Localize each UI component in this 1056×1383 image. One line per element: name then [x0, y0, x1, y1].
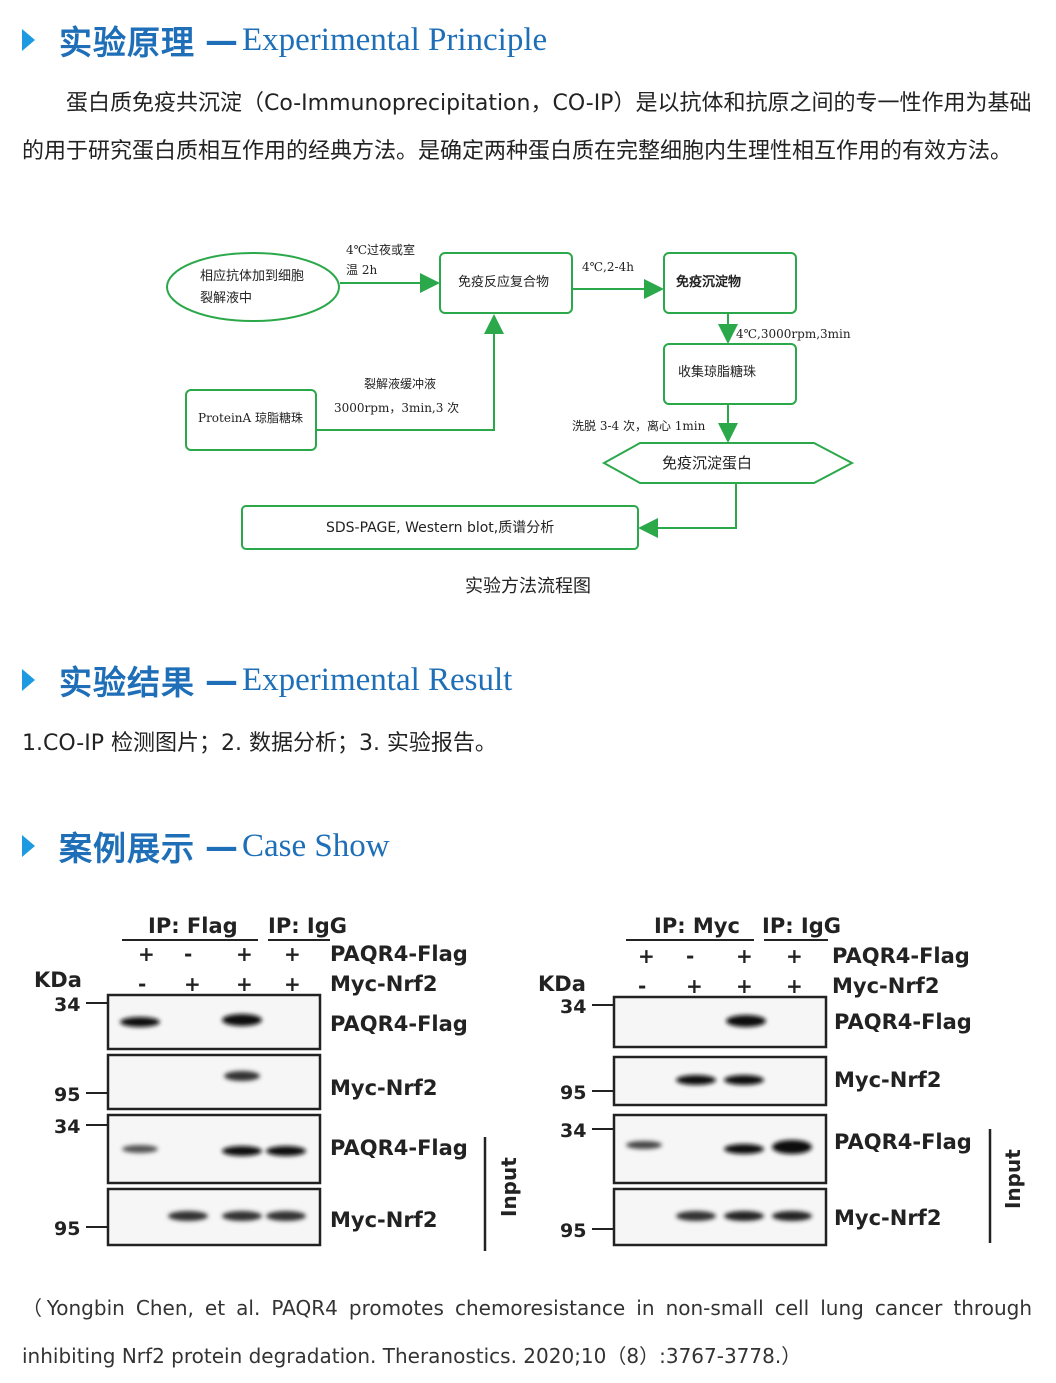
section-title-en: Experimental Result: [242, 661, 513, 698]
flow-node-complex-shape: [439, 252, 573, 314]
flow-node-antibody-shape: [166, 252, 340, 322]
blot-right-panel-1: PAQR4-Flag: [834, 1010, 972, 1034]
blot-left-r1-c3: +: [236, 942, 253, 966]
flow-node-complex-label: 免疫反应复合物: [458, 274, 549, 290]
blot-left-r2-c2: +: [184, 972, 201, 996]
flow-arrow-analysis: [638, 483, 737, 538]
blot-left-marker-4: 95: [54, 1218, 80, 1240]
blot-right-panel-3: PAQR4-Flag: [834, 1130, 972, 1154]
flow-node-antibody-line2: 裂解液中: [200, 291, 252, 306]
blot-right-r2-c2: +: [686, 974, 703, 998]
citation: （Yongbin Chen, et al. PAQR4 promotes che…: [22, 1296, 1032, 1368]
flow-node-proteina-label: ProteinA 琼脂糖珠: [198, 410, 303, 425]
blot-left-r2-c3: +: [236, 972, 253, 996]
blot-left-panel-1: PAQR4-Flag: [330, 1012, 468, 1036]
principle-paragraph: 蛋白质免疫共沉淀（Co-Immunoprecipitation，CO-IP）是以…: [22, 91, 1032, 164]
blot-right-ip-label: IP: Myc: [654, 914, 740, 938]
blot-left-r2-c1: -: [138, 972, 146, 996]
blot-left-panel-3: PAQR4-Flag: [330, 1136, 468, 1160]
flow-arrow-lysis: [316, 314, 504, 431]
blot-left-marker-1: 34: [54, 994, 80, 1016]
blot-right-panel-2: Myc-Nrf2: [834, 1068, 941, 1092]
blot-left-r1-c2: -: [184, 942, 192, 966]
flow-edge-lysis-line1: 裂解液缓冲液: [364, 376, 436, 391]
flow-edge-wash-label: 洗脱 3-4 次，离心 1min: [572, 418, 706, 433]
blot-right-row2-label: Myc-Nrf2: [832, 974, 939, 998]
blot-right-igg-label: IP: IgG: [762, 914, 841, 938]
blot-right-r1-c4: +: [786, 944, 803, 968]
section-header-principle: 实验原理 — Experimental Principle: [22, 18, 547, 62]
blot-right-input-label: Input: [1001, 1149, 1025, 1209]
blot-right-marker-3: 34: [560, 1120, 586, 1142]
flow-node-collect-shape: [663, 343, 797, 405]
blot-left-input-label: Input: [497, 1157, 521, 1217]
blot-right-r2-c1: -: [638, 974, 646, 998]
flow-node-precipitate-label: 免疫沉淀物: [676, 274, 741, 290]
flow-edge1-line1: 4℃过夜或室: [346, 242, 415, 257]
blot-right-marker-1: 34: [560, 996, 586, 1018]
blot-left-row1-label: PAQR4-Flag: [330, 942, 468, 966]
blot-left-r2-c4: +: [284, 972, 301, 996]
flow-node-precipitate-shape: [663, 252, 797, 314]
blot-left-panel-2: Myc-Nrf2: [330, 1076, 437, 1100]
section-title-en: Experimental Principle: [242, 21, 548, 58]
title-dash: —: [205, 660, 238, 700]
blot-right-row1-label: PAQR4-Flag: [832, 944, 970, 968]
title-dash: —: [205, 20, 238, 60]
triangle-bullet-icon: [22, 29, 35, 51]
flow-node-antibody-line1: 相应抗体加到细胞: [200, 268, 304, 284]
triangle-bullet-icon: [22, 835, 35, 857]
blot-right-r2-c3: +: [736, 974, 753, 998]
flow-node-collect-label: 收集琼脂糖珠: [678, 364, 756, 380]
blot-left-igg-label: IP: IgG: [268, 914, 347, 938]
blot-left-kda: KDa: [34, 968, 82, 992]
flow-edge1-line2: 温 2h: [346, 263, 377, 277]
flow-node-analysis-label: SDS-PAGE, Western blot,质谱分析: [326, 520, 554, 536]
blot-left-marker-3: 34: [54, 1116, 80, 1138]
section-title-cn: 实验原理: [59, 23, 195, 62]
triangle-bullet-icon: [22, 669, 35, 691]
flow-edge2-label: 4℃,2-4h: [582, 260, 634, 274]
blot-left-r1-c1: +: [138, 942, 155, 966]
section-header-case: 案例展示 — Case Show: [22, 824, 390, 868]
section-title-cn: 案例展示: [59, 829, 195, 868]
blot-right-marker-4: 95: [560, 1220, 586, 1242]
blot-right-r1-c2: -: [686, 944, 694, 968]
blot-left-ip-label: IP: Flag: [148, 914, 238, 938]
section-title-cn: 实验结果: [59, 663, 195, 702]
blot-right-r1-c1: +: [638, 944, 655, 968]
flow-node-proteina-shape: [185, 389, 317, 451]
flow-edge3-label: 4℃,3000rpm,3min: [736, 327, 851, 341]
result-paragraph: 1.CO-IP 检测图片；2. 数据分析；3. 实验报告。: [22, 731, 497, 756]
blot-right-kda: KDa: [538, 972, 586, 996]
blot-left-r1-c4: +: [284, 942, 301, 966]
blot-left-panel-4: Myc-Nrf2: [330, 1208, 437, 1232]
blot-right: IP: Myc IP: IgG + - + + PAQR4-Flag KDa -…: [538, 914, 1025, 1247]
blot-left: IP: Flag IP: IgG + - + + PAQR4-Flag KDa …: [34, 914, 521, 1251]
western-blot-figure: IP: Flag IP: IgG + - + + PAQR4-Flag KDa …: [34, 914, 1025, 1251]
flowchart-caption: 实验方法流程图: [465, 576, 591, 597]
flow-edge-lysis-line2: 3000rpm，3min,3 次: [334, 401, 459, 415]
flowchart: 相应抗体加到细胞 裂解液中 4℃过夜或室 温 2h 免疫反应复合物 4℃,2-4…: [166, 242, 855, 550]
section-title-en: Case Show: [242, 827, 390, 864]
flow-node-protein-label: 免疫沉淀蛋白: [662, 454, 752, 472]
section-header-result: 实验结果 — Experimental Result: [22, 658, 512, 702]
blot-right-r2-c4: +: [786, 974, 803, 998]
blot-left-row2-label: Myc-Nrf2: [330, 972, 437, 996]
blot-right-panel-4: Myc-Nrf2: [834, 1206, 941, 1230]
blot-right-r1-c3: +: [736, 944, 753, 968]
title-dash: —: [205, 826, 238, 866]
flow-node-protein-shape: [601, 442, 855, 484]
blot-left-marker-2: 95: [54, 1084, 80, 1106]
blot-right-marker-2: 95: [560, 1082, 586, 1104]
